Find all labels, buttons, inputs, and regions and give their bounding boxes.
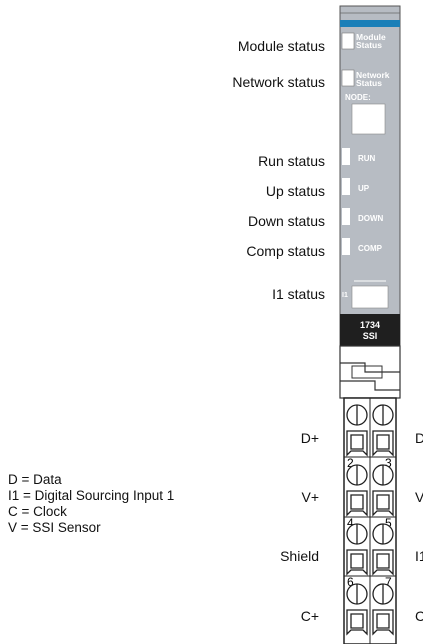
comp-status-callout: Comp status bbox=[246, 243, 325, 259]
module-status-text-2: Status bbox=[356, 40, 382, 50]
i1-status-callout: I1 status bbox=[272, 286, 325, 302]
terminal-label-shield: Shield bbox=[280, 548, 319, 564]
model-label-block bbox=[340, 314, 400, 346]
terminal-clamp bbox=[372, 490, 394, 517]
run-led bbox=[342, 148, 350, 165]
comp-text: COMP bbox=[358, 244, 383, 253]
terminal-label-v-right: V bbox=[415, 489, 423, 505]
down-text: DOWN bbox=[358, 214, 384, 223]
terminal-clamp bbox=[372, 609, 394, 636]
legend-item-sensor: V = SSI Sensor bbox=[8, 520, 101, 535]
terminal-clamp bbox=[372, 430, 394, 457]
module-status-callout: Module status bbox=[237, 38, 325, 54]
i1-led bbox=[351, 285, 389, 309]
network-status-led bbox=[341, 69, 355, 87]
down-status-callout: Down status bbox=[247, 213, 325, 229]
node-address-window bbox=[351, 103, 386, 135]
terminal-label-d-plus: D+ bbox=[300, 430, 319, 446]
run-status-callout: Run status bbox=[258, 153, 325, 169]
network-status-text-2: Status bbox=[356, 78, 382, 88]
terminal-clamp bbox=[346, 430, 368, 457]
comp-led bbox=[342, 238, 350, 255]
network-status-callout: Network status bbox=[232, 74, 325, 90]
module-status-text-1: Module bbox=[356, 32, 386, 42]
model-line-1: 1734 bbox=[360, 320, 380, 330]
terminal-label-c-plus: C+ bbox=[300, 608, 319, 624]
module-status-led bbox=[341, 32, 355, 50]
terminal-clamp bbox=[372, 549, 394, 576]
up-status-callout: Up status bbox=[265, 183, 325, 199]
legend: D = Data I1 = Digital Sourcing Input 1 C… bbox=[8, 472, 174, 536]
up-led bbox=[342, 178, 350, 195]
top-stripe bbox=[340, 20, 400, 27]
terminal-label-v-plus: V+ bbox=[301, 489, 319, 505]
model-line-2: SSI bbox=[363, 331, 378, 341]
terminal-number: 6 bbox=[347, 575, 354, 589]
i1-text: I1 bbox=[342, 292, 348, 299]
terminal-clamp bbox=[346, 549, 368, 576]
legend-item-data: D = Data bbox=[8, 472, 62, 487]
terminal-number: 2 bbox=[347, 456, 354, 470]
terminal-label-d-right: D bbox=[415, 430, 423, 446]
network-status-text-1: Network bbox=[356, 70, 390, 80]
legend-item-clock: C = Clock bbox=[8, 504, 67, 519]
node-label: NODE: bbox=[345, 93, 371, 102]
terminal-number: 4 bbox=[347, 516, 354, 530]
run-text: RUN bbox=[358, 154, 376, 163]
terminal-label-i1-right: I1 bbox=[415, 548, 423, 564]
terminal-number: 3 bbox=[385, 456, 392, 470]
down-led bbox=[342, 208, 350, 225]
terminal-clamp bbox=[346, 609, 368, 636]
terminal-label-c-right: C bbox=[415, 608, 423, 624]
terminal-number: 7 bbox=[385, 575, 392, 589]
legend-item-input: I1 = Digital Sourcing Input 1 bbox=[8, 488, 175, 503]
up-text: UP bbox=[358, 184, 370, 193]
terminal-number: 5 bbox=[385, 516, 392, 530]
terminal-clamp bbox=[346, 490, 368, 517]
